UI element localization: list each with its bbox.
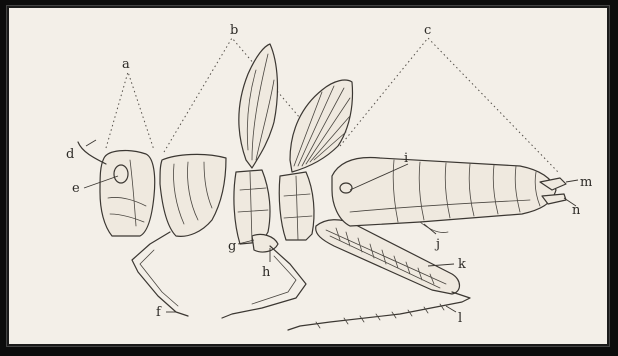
- label-c: c: [424, 23, 431, 38]
- group-line-c: [340, 38, 558, 172]
- leader-d: [86, 140, 96, 146]
- leader-j: [424, 224, 436, 234]
- pronotum: [160, 154, 226, 236]
- label-i: i: [404, 151, 408, 166]
- hind-tibia: [288, 292, 470, 330]
- label-j: j: [434, 237, 440, 252]
- middle-leg: [222, 246, 306, 318]
- label-h: h: [262, 265, 271, 280]
- label-l: l: [458, 311, 462, 326]
- label-a: a: [122, 57, 130, 72]
- label-k: k: [458, 257, 466, 272]
- leader-m: [566, 180, 578, 182]
- group-line-a: [106, 72, 154, 150]
- label-f: f: [156, 305, 162, 320]
- head-segment: [78, 142, 155, 236]
- label-g: g: [228, 239, 236, 254]
- group-line-b: [164, 38, 300, 152]
- spiracle: [340, 183, 352, 193]
- label-n: n: [572, 203, 581, 218]
- label-d: d: [66, 147, 74, 162]
- head-capsule: [100, 151, 155, 236]
- antenna: [78, 142, 106, 164]
- abdomen-segment: [332, 158, 566, 233]
- abdomen-body: [332, 158, 556, 226]
- label-m: m: [580, 175, 592, 190]
- label-b: b: [230, 23, 238, 38]
- label-e: e: [72, 181, 80, 196]
- front-leg: [132, 232, 188, 316]
- leader-l: [446, 306, 456, 312]
- abdomen-flap: [420, 222, 448, 233]
- compound-eye: [114, 165, 128, 183]
